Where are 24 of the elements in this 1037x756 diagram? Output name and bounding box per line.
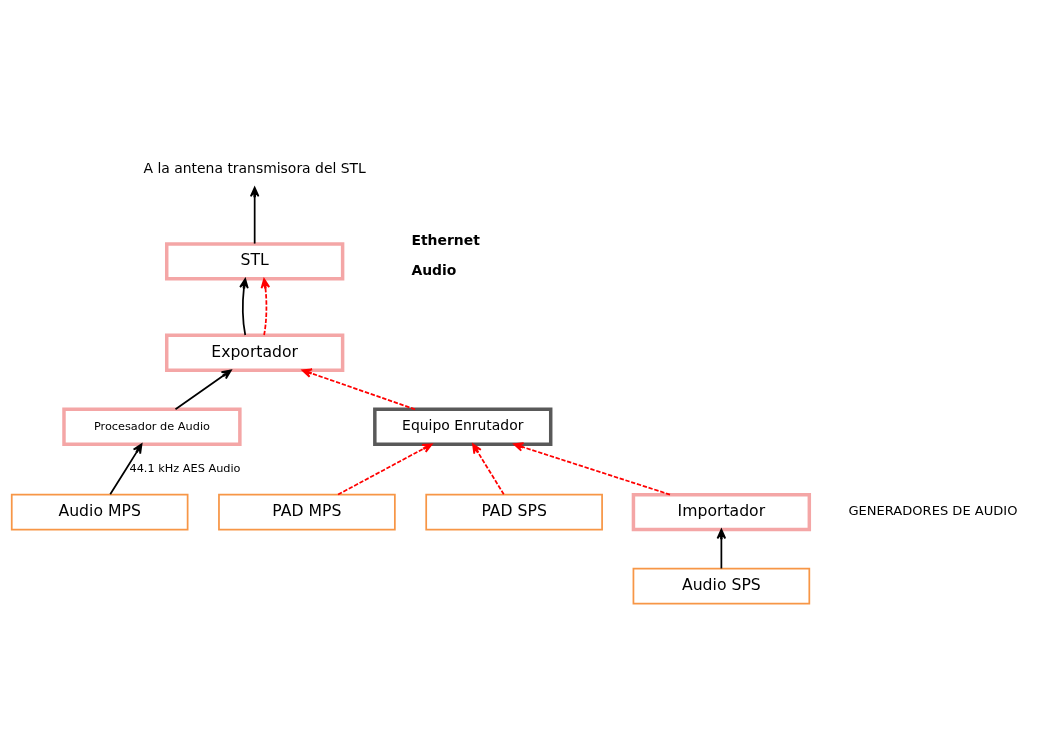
arrow [513,442,671,496]
arrow [260,278,271,336]
arrow [716,528,727,570]
node-box: PAD SPS [425,493,603,531]
arrow [337,443,433,496]
legend-label: Ethernet [411,232,480,249]
node-box: STL [165,242,345,281]
node-text: A la antena transmisora del STL [143,160,366,177]
label: GENERADORES DE AUDIO [848,503,1018,519]
arrow [239,278,249,336]
node-box: Procesador de Audio [62,407,242,446]
arrow [174,369,232,411]
arrow [109,443,143,496]
arrow [249,186,260,245]
node-box: PAD MPS [218,493,396,531]
edge-label: 44.1 kHz AES Audio [129,462,241,476]
node-box: Exportador [165,333,345,372]
legend-label: Audio [411,262,457,279]
arrow [301,368,416,411]
node-box: Importador [631,492,812,532]
node-box: Equipo Enrutador [373,407,553,446]
node-box: Audio MPS [10,493,189,531]
node-box: Audio SPS [632,567,811,605]
arrow [472,443,505,496]
